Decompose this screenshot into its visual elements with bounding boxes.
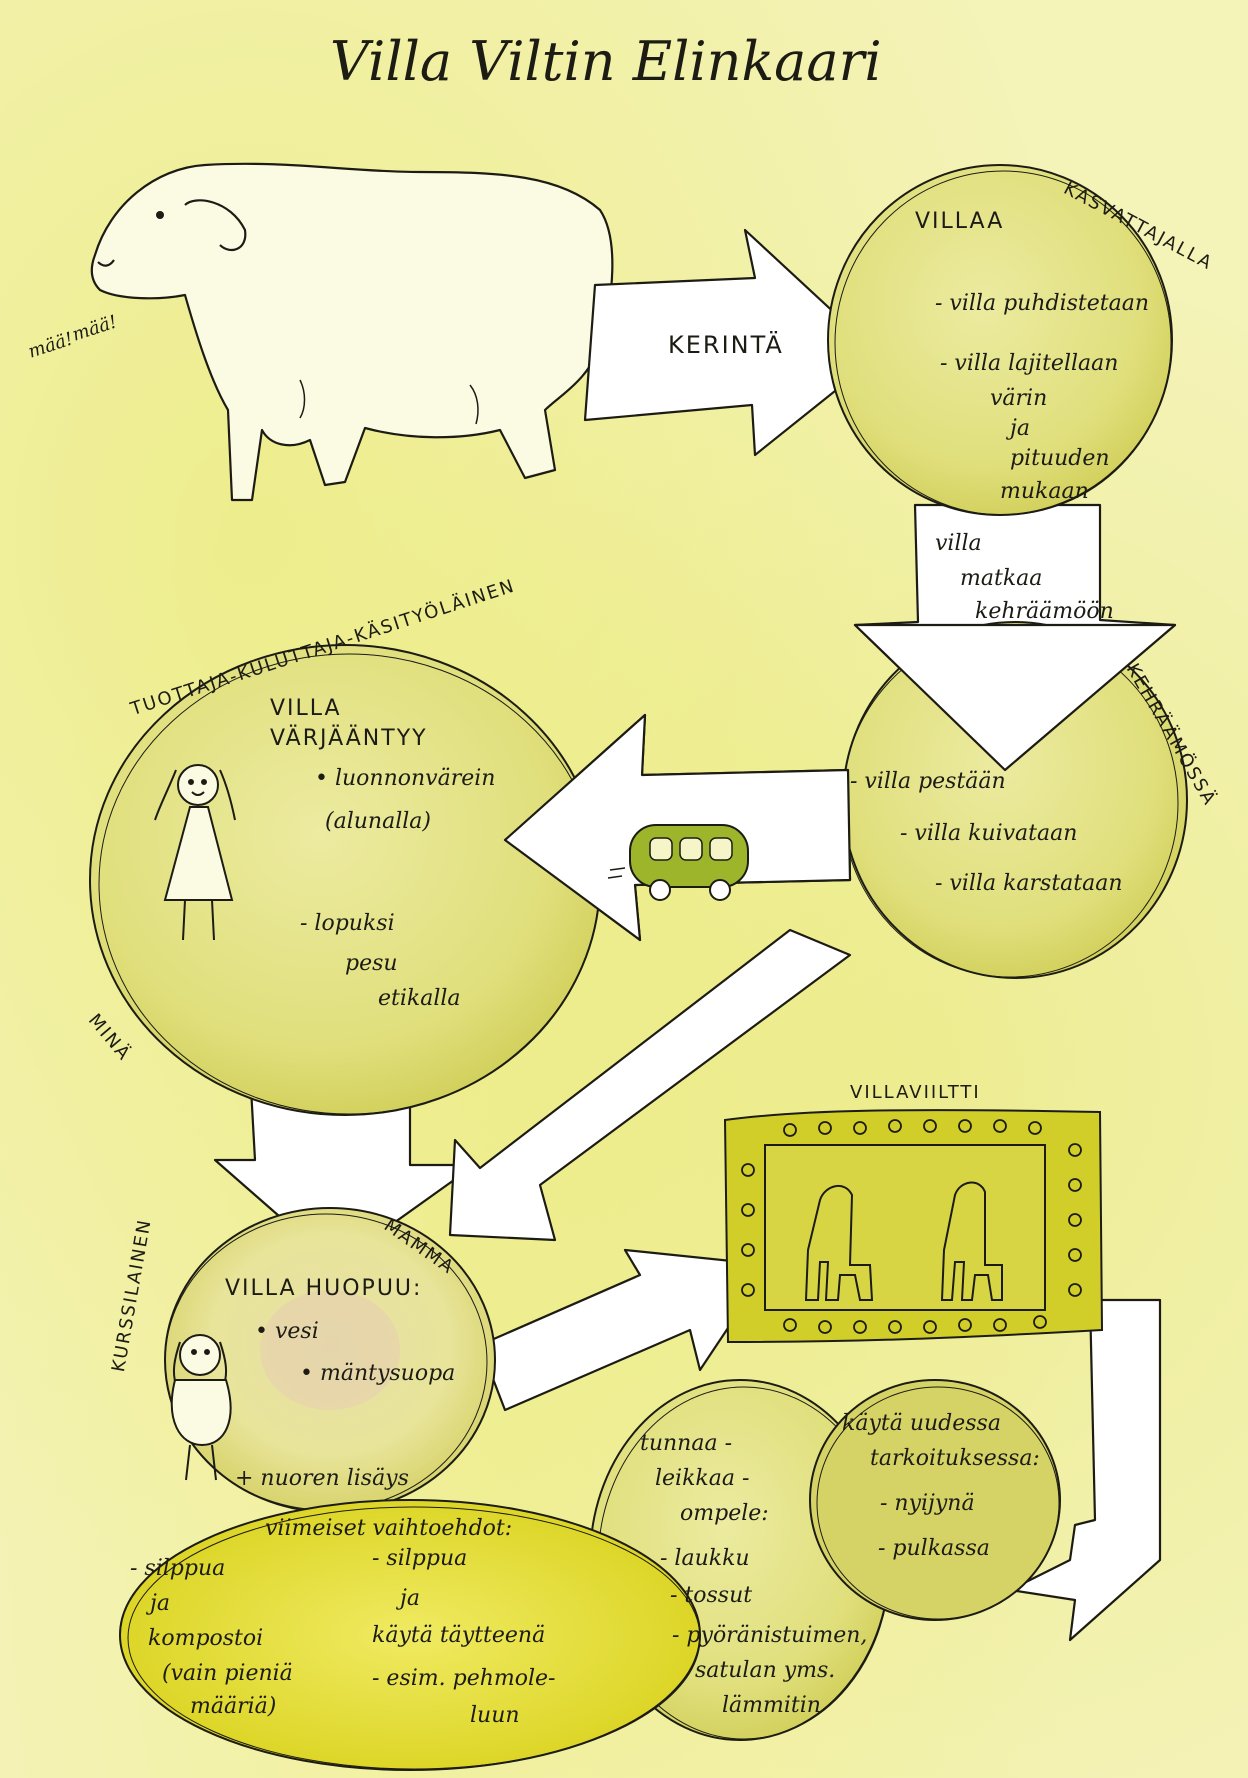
mill-item-2: - villa kuivataan bbox=[900, 821, 1078, 846]
sew-heading-2: leikkaa - bbox=[655, 1466, 750, 1491]
farmer-item-1: - villa puhdistetaan bbox=[935, 291, 1150, 316]
last-left-4: (vain pieniä bbox=[162, 1661, 293, 1686]
bus-icon bbox=[607, 824, 749, 901]
felter-item-1: • vesi bbox=[255, 1319, 319, 1344]
last-left-3: kompostoi bbox=[148, 1626, 264, 1651]
mill-item-1: - villa pestään bbox=[850, 769, 1006, 794]
sew-heading-1: tunnaa - bbox=[640, 1431, 733, 1456]
last-left-1: - silppua bbox=[130, 1556, 226, 1581]
farmer-item-4: ja bbox=[1010, 416, 1030, 441]
sheep-illustration bbox=[90, 162, 614, 502]
node-dyer-circle bbox=[89, 644, 601, 1116]
farmer-heading: VILLAA bbox=[915, 209, 1005, 234]
sew-item-4: satulan yms. bbox=[695, 1658, 836, 1683]
last-right-1: - silppua bbox=[372, 1546, 468, 1571]
felt-blanket-illustration bbox=[723, 1109, 1104, 1344]
dyer-heading-2: VÄRJÄÄNTYY bbox=[270, 726, 428, 751]
girl-figure-felter bbox=[170, 1334, 232, 1481]
last-right-4: - esim. pehmole- bbox=[372, 1666, 556, 1691]
sew-heading-3: ompele: bbox=[680, 1501, 769, 1526]
sew-item-1: - laukku bbox=[660, 1546, 750, 1571]
arrow-transport-line-1: villa bbox=[935, 531, 982, 556]
farmer-item-2: - villa lajitellaan bbox=[940, 351, 1119, 376]
sew-item-2: - tossut bbox=[670, 1583, 753, 1608]
arrow-to-mill-tip bbox=[853, 623, 1177, 772]
dyer-item-2: (alunalla) bbox=[325, 809, 431, 834]
last-left-5: määriä) bbox=[190, 1694, 277, 1719]
use-heading-1: käytä uudessa bbox=[842, 1411, 1001, 1436]
arrow-transport-line-2: matkaa bbox=[960, 566, 1043, 591]
girl-figure-dyer bbox=[154, 764, 236, 941]
arrow-blanket-to-use bbox=[1008, 1298, 1162, 1642]
dyer-item-3: - lopuksi bbox=[300, 911, 395, 936]
mill-item-3: - villa karstataan bbox=[935, 871, 1123, 896]
dyer-item-4: pesu bbox=[345, 951, 398, 976]
last-heading: viimeiset vaihtoehdot: bbox=[265, 1516, 513, 1541]
felter-heading: VILLA HUOPUU: bbox=[225, 1276, 423, 1301]
sew-item-5: lämmitin bbox=[722, 1693, 821, 1718]
node-farmer-circle bbox=[827, 164, 1173, 516]
use-item-2: - pulkassa bbox=[878, 1536, 990, 1561]
node-mill-circle bbox=[841, 621, 1188, 979]
arrow-shearing bbox=[583, 228, 882, 457]
node-last-oval bbox=[119, 1499, 701, 1771]
last-right-2: ja bbox=[400, 1586, 420, 1611]
use-item-1: - nyijynä bbox=[880, 1491, 975, 1516]
arrow-transport-line-3: kehräämöön bbox=[975, 599, 1114, 624]
last-left-2: ja bbox=[150, 1591, 170, 1616]
dyer-item-5: etikalla bbox=[378, 986, 461, 1011]
dyer-heading-1: VILLA bbox=[270, 696, 342, 721]
arrow-mill-to-felter bbox=[448, 928, 852, 1242]
farmer-item-3: värin bbox=[990, 386, 1048, 411]
dyer-item-1: • luonnonvärein bbox=[315, 766, 496, 791]
farmer-item-6: mukaan bbox=[1000, 479, 1089, 504]
felt-blanket-label: VILLAVIILTTI bbox=[850, 1082, 981, 1103]
arrow-shearing-label: KERINTÄ bbox=[668, 331, 784, 359]
felter-item-3: + nuoren lisäys bbox=[235, 1466, 409, 1491]
use-heading-2: tarkoituksessa: bbox=[870, 1446, 1040, 1471]
last-right-3: käytä täytteenä bbox=[372, 1623, 546, 1648]
felter-item-2: • mäntysuopa bbox=[300, 1361, 456, 1386]
farmer-item-5: pituuden bbox=[1010, 446, 1110, 471]
node-use-circle bbox=[809, 1379, 1061, 1621]
last-right-5: luun bbox=[470, 1703, 520, 1728]
sew-item-3: - pyöränistuimen, bbox=[672, 1623, 868, 1648]
diagram-title: Villa Viltin Elinkaari bbox=[330, 30, 882, 93]
